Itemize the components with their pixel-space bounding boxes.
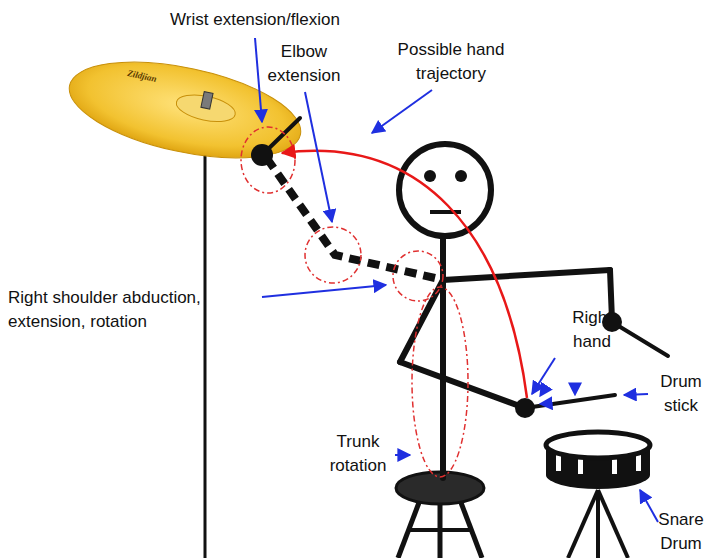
part-label: Right hand: [560, 306, 624, 354]
trajectory-label: Possible hand trajectory: [385, 38, 517, 86]
stick-figure: [262, 118, 668, 478]
snare-drum: [546, 432, 650, 558]
brand-label: Zildjian: [111, 64, 172, 88]
part-label: Drum stick: [649, 370, 713, 418]
hand-dot: [251, 144, 273, 166]
joint-label: Wrist extension/flexion: [140, 8, 370, 32]
leader-arrow: [255, 38, 658, 522]
joint-label: Right shoulder abduction, extension, rot…: [8, 286, 260, 334]
hand-dot: [515, 398, 535, 418]
joint-label: Elbow extension: [258, 40, 350, 88]
cymbal-stand: [204, 135, 207, 558]
cymbal: [61, 44, 309, 175]
figure-head: [399, 144, 491, 236]
drum-stool: [396, 472, 484, 558]
trajectory-curve: [282, 151, 527, 398]
part-label: Snare Drum: [649, 508, 713, 556]
joint-label: Trunk rotation: [320, 430, 396, 478]
joint-marker: [241, 127, 468, 477]
leader-arrow: [532, 358, 555, 394]
